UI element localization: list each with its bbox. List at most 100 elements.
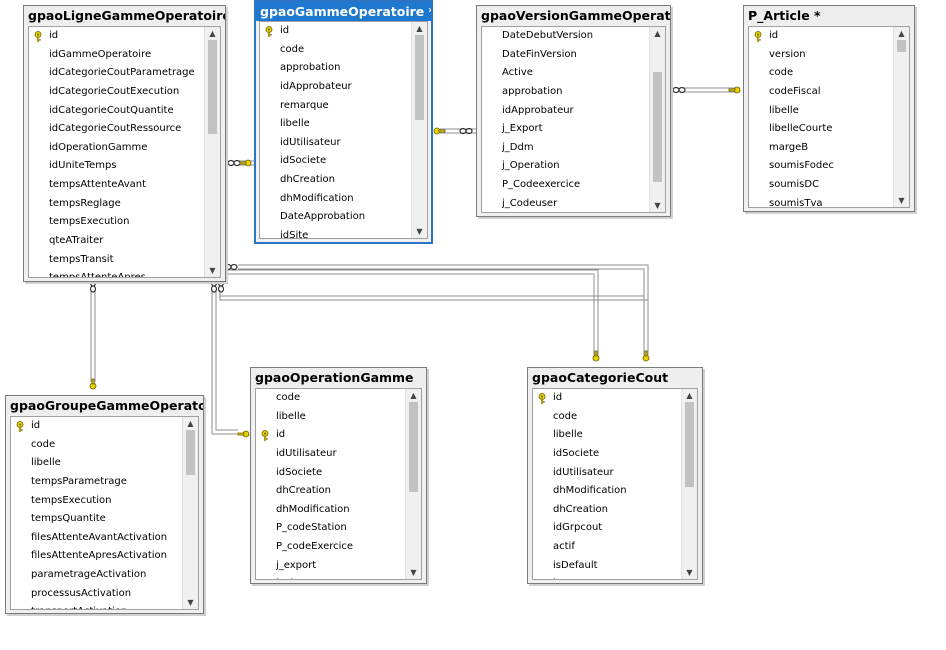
column-row[interactable]: filesAttenteApresActivation	[11, 547, 183, 566]
column-row[interactable]: Active	[482, 64, 650, 83]
column-row[interactable]: dhModification	[533, 482, 682, 501]
scroll-down-icon[interactable]: ▼	[898, 196, 905, 205]
scroll-down-icon[interactable]: ▼	[187, 598, 194, 607]
column-row[interactable]: P_Codeexercice	[482, 176, 650, 195]
column-row[interactable]: isDefault	[533, 557, 682, 576]
column-row[interactable]: DateApprobation	[260, 208, 412, 227]
column-row[interactable]: tempsReglage	[29, 195, 205, 214]
column-row[interactable]: libelle	[260, 115, 412, 134]
scroll-down-icon[interactable]: ▼	[416, 227, 423, 236]
column-row[interactable]: processusActivation	[11, 585, 183, 604]
column-row[interactable]: qteATraiter	[29, 232, 205, 251]
column-row[interactable]: code	[11, 436, 183, 455]
scroll-up-icon[interactable]: ▲	[654, 29, 661, 38]
column-row[interactable]: approbation	[482, 83, 650, 102]
scroll-up-icon[interactable]: ▲	[686, 391, 693, 400]
column-row[interactable]: isPermanent	[533, 575, 682, 579]
scrollbar[interactable]: ▲▼	[204, 27, 220, 277]
scroll-up-icon[interactable]: ▲	[187, 419, 194, 428]
column-row[interactable]: codeFiscal	[749, 83, 894, 102]
column-row[interactable]: actif	[533, 538, 682, 557]
column-row[interactable]: id	[11, 417, 183, 436]
column-row[interactable]: libelle	[749, 102, 894, 121]
column-row[interactable]: id	[256, 426, 406, 445]
column-row[interactable]: approbation	[260, 59, 412, 78]
column-row[interactable]: idSociete	[533, 445, 682, 464]
scroll-thumb[interactable]	[415, 35, 424, 120]
column-row[interactable]: DateDebutVersion	[482, 27, 650, 46]
column-row[interactable]: soumisTva	[749, 195, 894, 207]
scroll-up-icon[interactable]: ▲	[416, 24, 423, 33]
column-row[interactable]: tempsAttenteAvant	[29, 176, 205, 195]
column-row[interactable]: P_codeExercice	[256, 538, 406, 557]
column-row[interactable]: idOperationGamme	[29, 139, 205, 158]
column-row[interactable]: idGammeOperatoire	[29, 46, 205, 65]
column-row[interactable]: margeB	[749, 139, 894, 158]
column-row[interactable]: idSociete	[256, 464, 406, 483]
scroll-up-icon[interactable]: ▲	[209, 29, 216, 38]
column-row[interactable]: idUtilisateur	[260, 134, 412, 153]
scroll-thumb[interactable]	[208, 40, 217, 134]
column-row[interactable]: P_codeStation	[256, 519, 406, 538]
column-row[interactable]: libelle	[256, 408, 406, 427]
scrollbar[interactable]: ▲▼	[893, 27, 909, 207]
column-row[interactable]: idSite	[260, 227, 412, 238]
column-row[interactable]: idUtilisateur	[256, 445, 406, 464]
scrollbar[interactable]: ▲▼	[649, 27, 665, 212]
column-row[interactable]: tempsTransit	[29, 251, 205, 270]
column-row[interactable]: dhCreation	[256, 482, 406, 501]
column-row[interactable]: idUniteTemps	[29, 157, 205, 176]
scroll-down-icon[interactable]: ▼	[654, 201, 661, 210]
column-row[interactable]: parametrageActivation	[11, 566, 183, 585]
column-row[interactable]: dhModification	[260, 190, 412, 209]
column-row[interactable]: code	[256, 389, 406, 408]
column-row[interactable]: idCategorieCoutRessource	[29, 120, 205, 139]
scroll-up-icon[interactable]: ▲	[898, 29, 905, 38]
scroll-thumb[interactable]	[685, 402, 694, 487]
scroll-thumb[interactable]	[409, 402, 418, 492]
column-row[interactable]: id	[749, 27, 894, 46]
column-row[interactable]: libelle	[533, 426, 682, 445]
column-row[interactable]: j_Ddm	[482, 139, 650, 158]
scroll-thumb[interactable]	[653, 72, 662, 182]
column-row[interactable]: j_export	[256, 557, 406, 576]
column-row[interactable]: code	[260, 41, 412, 60]
column-row[interactable]: code	[749, 64, 894, 83]
column-row[interactable]: j_Export	[482, 120, 650, 139]
column-row[interactable]: libelle	[11, 454, 183, 473]
column-row[interactable]: tempsExecution	[29, 213, 205, 232]
scroll-down-icon[interactable]: ▼	[209, 266, 216, 275]
column-row[interactable]: idGrpcout	[533, 519, 682, 538]
column-row[interactable]: idUtilisateur	[533, 464, 682, 483]
column-row[interactable]: id	[260, 22, 412, 41]
column-row[interactable]: tempsAttenteApres	[29, 269, 205, 277]
column-row[interactable]: remarque	[260, 97, 412, 116]
column-row[interactable]: tempsParametrage	[11, 473, 183, 492]
scroll-thumb[interactable]	[897, 40, 906, 52]
column-row[interactable]: tempsExecution	[11, 492, 183, 511]
column-row[interactable]: dhCreation	[260, 171, 412, 190]
scroll-down-icon[interactable]: ▼	[410, 568, 417, 577]
column-row[interactable]: dhModification	[256, 501, 406, 520]
scroll-down-icon[interactable]: ▼	[686, 568, 693, 577]
scrollbar[interactable]: ▲▼	[681, 389, 697, 579]
scrollbar[interactable]: ▲▼	[182, 417, 198, 609]
column-row[interactable]: idApprobateur	[482, 102, 650, 121]
scrollbar[interactable]: ▲▼	[405, 389, 421, 579]
column-row[interactable]: idApprobateur	[260, 78, 412, 97]
column-row[interactable]: soumisFodec	[749, 157, 894, 176]
scroll-thumb[interactable]	[186, 430, 195, 475]
column-row[interactable]: DateFinVersion	[482, 46, 650, 65]
column-row[interactable]: idCategorieCoutParametrage	[29, 64, 205, 83]
column-row[interactable]: version	[749, 46, 894, 65]
column-row[interactable]: transportActivation	[11, 603, 183, 609]
scroll-up-icon[interactable]: ▲	[410, 391, 417, 400]
column-row[interactable]: id	[29, 27, 205, 46]
table-gpaoGroupeGammeOperatoire[interactable]: gpaoGroupeGammeOperatoire idcodelibellet…	[5, 395, 204, 614]
column-row[interactable]: idCategorieCoutExecution	[29, 83, 205, 102]
